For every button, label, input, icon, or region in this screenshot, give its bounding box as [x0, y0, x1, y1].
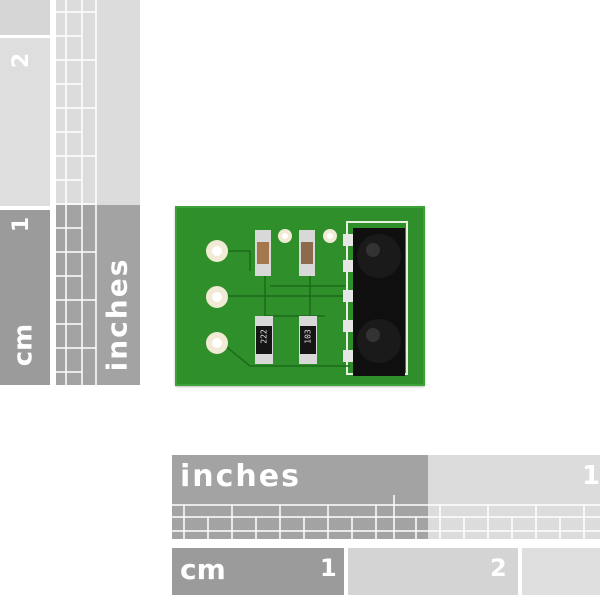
resistor-label-103: 103 — [303, 329, 313, 344]
cm-strip-segment-1 — [172, 548, 344, 595]
inch-strip-top — [56, 0, 140, 205]
cm-label-vertical: cm — [8, 323, 39, 367]
cm-strip-top — [0, 0, 50, 35]
ir-sensor — [353, 228, 405, 376]
cm-strip-segment-1 — [0, 210, 50, 385]
capacitor-top-right — [299, 230, 315, 276]
inch-ticks-vertical — [56, 0, 97, 385]
resistor-label-222: 222 — [259, 329, 269, 344]
cm-mark-1: 1 — [9, 216, 35, 233]
capacitor-top-left — [255, 230, 271, 276]
inch-strip-right — [428, 455, 600, 539]
inch-label-horizontal: inches — [180, 459, 301, 494]
cm-strip-segment-3 — [522, 548, 600, 595]
inch-strip-bottom — [56, 205, 140, 385]
board-artwork — [175, 206, 425, 386]
inch-ticks-horizontal — [172, 495, 600, 539]
sensor-board: 222 103 — [175, 206, 425, 386]
cm-mark-2: 2 — [9, 52, 35, 69]
cm-mark-1: 1 — [320, 554, 337, 582]
inch-mark-1: 1 — [582, 461, 600, 491]
vertical-ruler: 2 1 cm inches — [0, 0, 140, 390]
cm-strip-segment-2 — [348, 548, 518, 595]
resistor-222 — [255, 316, 273, 364]
cm-mark-2: 2 — [490, 554, 507, 582]
horizontal-ruler: inches 1 cm 1 2 — [172, 455, 600, 600]
resistor-103 — [299, 316, 317, 364]
header-pads — [206, 240, 228, 354]
cm-strip-segment-2 — [0, 38, 50, 206]
inch-strip-left — [172, 455, 428, 539]
cm-label-horizontal: cm — [180, 553, 226, 586]
inch-label-vertical: inches — [100, 257, 134, 372]
